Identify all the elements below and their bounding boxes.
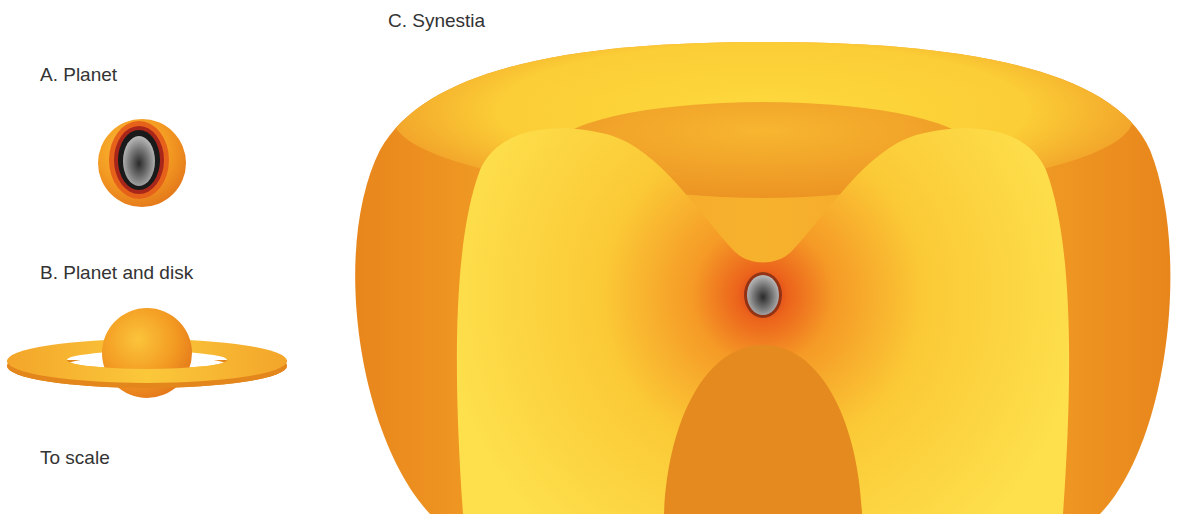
panel-label: A. Planet [40,64,117,87]
synestia-cross-section [457,128,1069,514]
label-holder: To scale [40,447,110,470]
synestia [355,40,1170,514]
panel-label: To scale [40,447,110,470]
planet-disk [7,308,287,398]
label-holder: A. Planet [40,64,117,87]
planet-core [123,136,155,186]
panel-label: B. Planet and disk [40,262,193,285]
planet-sphere [98,119,186,207]
planet-layer [118,130,160,190]
label-holder: B. Planet and disk [40,262,193,285]
figure-label: C. Synestia [388,10,485,33]
planet-cutaway [98,119,186,207]
synestia-core [747,275,779,315]
disk-front [7,360,287,383]
label-holder: C. Synestia [388,10,485,33]
planet-layer [109,121,169,199]
core-shadow [744,272,782,318]
planet-layer [114,126,164,194]
